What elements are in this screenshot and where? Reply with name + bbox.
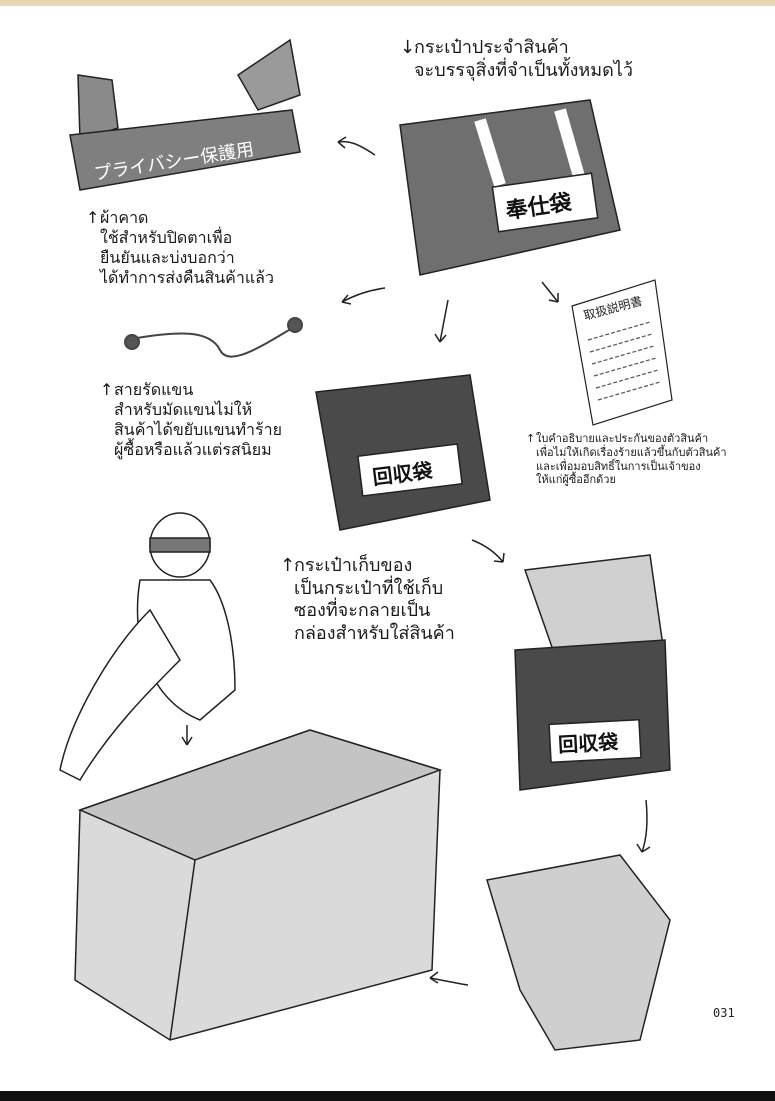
seated-figure-icon bbox=[59, 512, 236, 781]
caption-pouch-line2: เป็นกระเป๋าที่ใช้เก็บ bbox=[294, 577, 444, 599]
page-number: 031 bbox=[713, 1006, 735, 1020]
blindfold-ribbon-icon: プライバシー保護用 bbox=[69, 38, 301, 191]
caption-pouch-line3: ซองที่จะกลายเป็น bbox=[294, 600, 431, 621]
caption-manual-line3: และเพื่อมอบสิทธิ์ในการเป็นเจ้าของ bbox=[536, 459, 701, 473]
up-arrow-icon: ↑ bbox=[280, 555, 296, 576]
caption-manual-line2: เพื่อไม่ให้เกิดเรื่องร้ายแล้วขึ้นกับตัวส… bbox=[536, 445, 727, 459]
up-arrow-icon: ↑ bbox=[526, 432, 536, 445]
caption-blindfold-line2: ใช้สำหรับปิดตาเพื่อ bbox=[100, 228, 233, 247]
caption-blindfold: ↑ผ้าคาด ใช้สำหรับปิดตาเพื่อ ยืนยันและบ่ง… bbox=[86, 208, 274, 288]
caption-manual-line4: ให้แก่ผู้ซื้ออีกด้วย bbox=[536, 473, 616, 487]
caption-pouch-line4: กล่องสำหรับใส่สินค้า bbox=[294, 622, 455, 644]
bottom-border bbox=[0, 1091, 775, 1101]
arm-strap-icon bbox=[124, 317, 303, 358]
caption-manual: ↑ใบคำอธิบายและประกันของตัวสินค้า เพื่อไม… bbox=[526, 432, 727, 487]
caption-blindfold-line3: ยืนยันและบ่งบอกว่า bbox=[100, 248, 235, 267]
flow-arrows bbox=[181, 136, 651, 986]
caption-pouch: ↑กระเป๋าเก็บของ เป็นกระเป๋าที่ใช้เก็บ ซอ… bbox=[280, 555, 455, 645]
pouch2-label: 回収袋 bbox=[558, 730, 620, 757]
caption-armstrap-line2: สำหรับมัดแขนไม่ให้ bbox=[114, 400, 253, 419]
down-arrow-icon: ↓ bbox=[400, 37, 416, 58]
manual-sheet-icon: 取扱説明書 bbox=[571, 279, 673, 426]
fabric-box-icon bbox=[74, 729, 443, 1041]
caption-armstrap-line1: สายรัดแขน bbox=[114, 380, 194, 399]
collection-pouch-icon: 回収袋 bbox=[315, 374, 491, 531]
up-arrow-icon: ↑ bbox=[100, 380, 114, 399]
top-border bbox=[0, 0, 775, 6]
up-arrow-icon: ↑ bbox=[86, 208, 100, 227]
pouch-with-box-icon: 回収袋 bbox=[514, 554, 671, 791]
caption-pouch-line1: กระเป๋าเก็บของ bbox=[294, 555, 413, 576]
caption-armstrap-line4: ผู้ซื้อหรือแล้วแต่รสนิยม bbox=[114, 440, 272, 459]
caption-bag: ↓กระเป๋าประจำสินค้า จะบรรจุสิ่งที่จำเป็น… bbox=[400, 37, 633, 82]
caption-bag-line2: จะบรรจุสิ่งที่จำเป็นทั้งหมดไว้ bbox=[414, 59, 633, 81]
folded-box-icon bbox=[486, 854, 671, 1051]
caption-armstrap-line3: สินค้าได้ขยับแขนทำร้าย bbox=[114, 420, 282, 439]
caption-manual-line1: ใบคำอธิบายและประกันของตัวสินค้า bbox=[536, 432, 709, 445]
caption-bag-line1: กระเป๋าประจำสินค้า bbox=[414, 37, 569, 58]
caption-armstrap: ↑สายรัดแขน สำหรับมัดแขนไม่ให้ สินค้าได้ข… bbox=[100, 380, 282, 460]
caption-blindfold-line4: ได้ทำการส่งคืนสินค้าแล้ว bbox=[100, 268, 274, 287]
duffel-bag-icon: 奉仕袋 bbox=[399, 99, 621, 276]
caption-blindfold-line1: ผ้าคาด bbox=[100, 208, 149, 227]
